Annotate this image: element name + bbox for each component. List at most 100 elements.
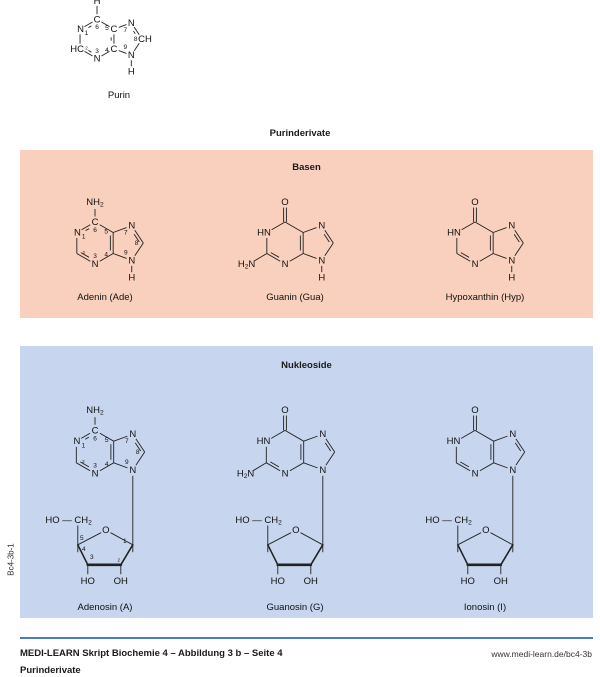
atom-label: H2N [237,468,255,480]
hydroxyl-3: HO [81,575,95,586]
bond [474,221,494,233]
atom-label: C [111,24,118,35]
bond [309,544,324,566]
hydroxyl-2: OH [494,575,508,586]
bond [271,221,286,231]
bond-double [460,252,470,258]
bond [101,21,110,28]
bond [493,227,507,233]
ring-oxygen: O [292,524,299,535]
footer-url[interactable]: www.medi-learn.de/bc4-3b [491,649,592,659]
atom-label: H [318,272,325,283]
molecule-name: Adenin (Ade) [77,292,132,303]
bond-double [80,461,90,468]
ring-oxygen: O [102,524,109,535]
bond [99,462,114,472]
atom-number: 7 [124,229,128,236]
molecule-name: Guanin (Gua) [266,292,324,303]
bond [133,26,140,35]
atom-label: O [471,404,478,415]
bond [303,253,317,259]
bond [81,224,91,231]
nukleoside-title: Nukleoside [281,360,332,371]
hydroxyl-3: HO [271,575,285,586]
basen-panel: Basen [20,150,593,318]
ribose-carbon-number: 3 [90,553,94,560]
bond [303,227,317,233]
bond [303,435,318,442]
ch2oh-group: HO — CH2 [425,514,472,526]
atom-number: 9 [125,458,129,465]
atom-label: H [508,272,515,283]
atom-number: 5 [105,25,109,32]
hydroxyl-2: OH [304,575,318,586]
atom-label: HN [257,436,271,447]
atom-label: C [94,14,101,25]
atom-label: N [129,429,136,440]
atom-label: C [92,425,99,436]
atom-number: 6 [95,23,99,30]
atom-label: N [128,17,135,28]
atom-number: 2 [85,45,88,50]
bond [515,451,526,466]
atom-number: 8 [135,240,139,247]
molecule-name: Adenosin (A) [78,602,133,613]
bond [135,438,146,453]
bond [135,451,146,466]
bond-double [80,252,90,258]
bond [289,253,304,262]
bond [77,532,102,546]
bond [118,50,127,54]
atom-label: H [128,272,135,283]
ch2oh-group: HO — CH2 [45,514,92,526]
molecule-name: Ionosin (I) [464,602,506,613]
atom-number: 4 [105,46,109,53]
atom-number: 7 [123,26,127,33]
bond [99,253,114,262]
atom-label: N [92,468,99,479]
bond [300,532,324,546]
bond [303,462,318,469]
atom-label: O [471,197,478,208]
atom-label: HC [70,43,84,54]
bond [479,462,494,472]
molecule-name: Guanosin (G) [266,602,323,613]
bond-double [88,25,92,28]
atom-number: 3 [95,48,99,55]
bond [113,227,127,233]
atom-number: 8 [134,36,138,43]
atom-label: N [509,464,516,475]
atom-number: 9 [124,249,128,256]
atom-number: 1 [85,29,89,36]
atom-number: 1 [82,442,86,449]
bond [252,462,267,472]
bond [479,253,494,262]
bond-double [85,228,90,232]
bond-double [88,50,92,53]
footer-title: MEDI-LEARN Skript Biochemie 4 – Abbildun… [20,648,283,659]
atom-label: N [282,259,289,270]
bond [134,242,144,256]
atom-number: 7 [125,438,129,445]
molecule-name: Purin [108,90,130,101]
bond-double [134,442,142,452]
atom-label: N [92,259,99,270]
atom-number: 3 [93,253,97,260]
bond [499,544,514,566]
atom-number: 4 [105,460,109,467]
bond-double [84,436,90,440]
molecule-name: Hypoxanthin (Hyp) [446,292,525,303]
bond [113,462,128,469]
bond [325,451,336,466]
bond [457,532,482,546]
atom-number: 5 [104,228,108,235]
atom-label: HN [257,227,271,238]
atom-number: 2 [82,250,85,255]
atom-label: N [472,468,479,479]
bond-double [270,461,280,468]
